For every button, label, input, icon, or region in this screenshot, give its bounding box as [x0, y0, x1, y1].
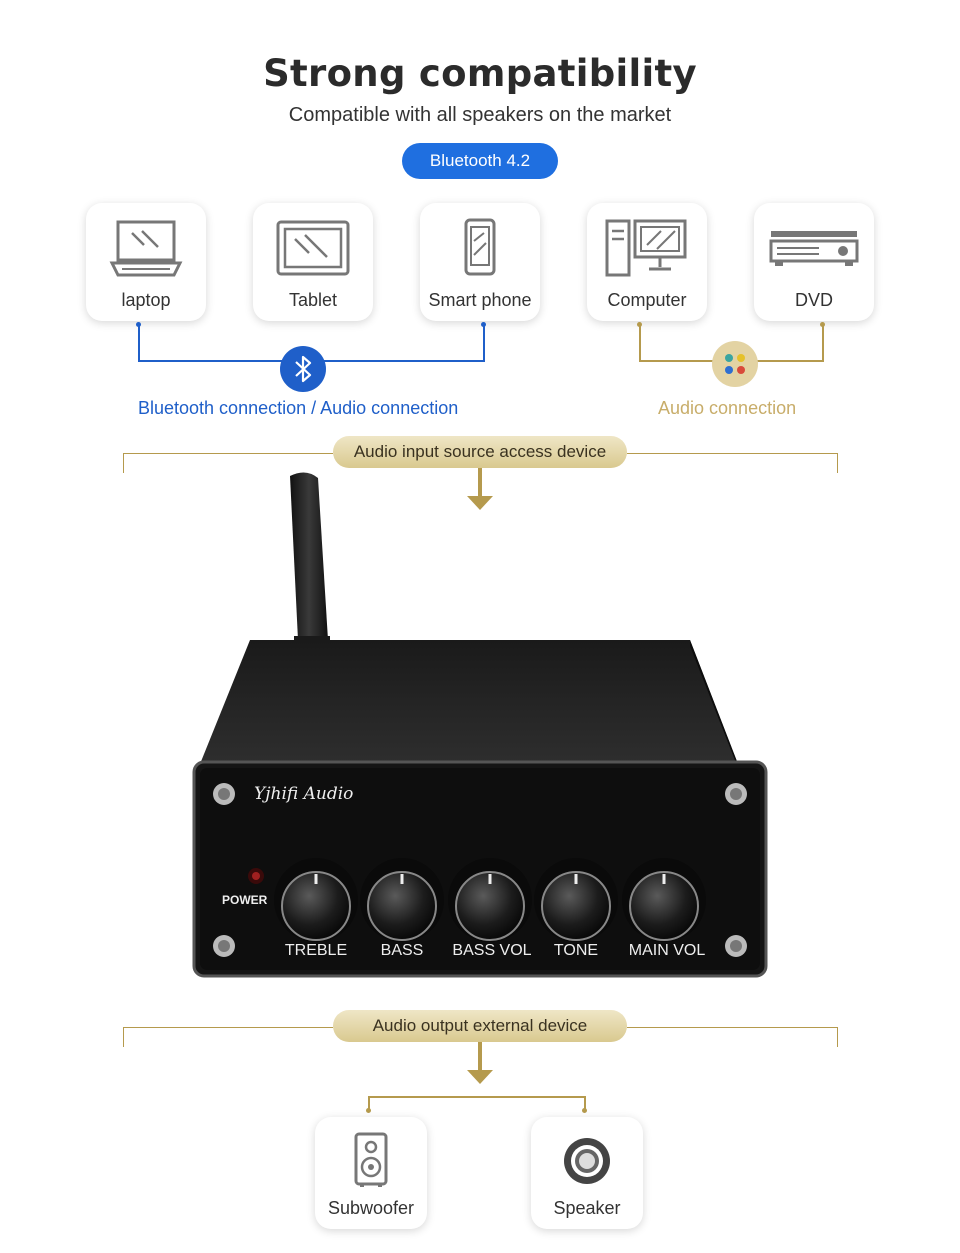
- computer-icon: [605, 219, 687, 277]
- device-card-subwoofer: Subwoofer: [315, 1117, 427, 1229]
- rca-jack-icon: [712, 341, 758, 387]
- dvd-player-icon: [769, 231, 859, 266]
- bracket-line: [837, 1027, 838, 1047]
- device-label-dvd: DVD: [794, 290, 833, 310]
- connector-line: [368, 1096, 370, 1110]
- arrow-down-icon: [467, 1042, 493, 1084]
- bracket-line: [123, 1027, 333, 1028]
- knob-label-treble: TREBLE: [284, 942, 348, 959]
- knob-label-tone: TONE: [553, 942, 599, 959]
- speaker-icon: [564, 1138, 610, 1184]
- device-label-laptop: laptop: [121, 290, 171, 310]
- device-label-subwoofer: Subwoofer: [327, 1198, 415, 1218]
- bluetooth-icon: [280, 346, 326, 392]
- device-card-smartphone: Smart phone: [420, 203, 540, 321]
- device-label-tablet: Tablet: [288, 290, 338, 310]
- connector-dot: [366, 1108, 371, 1113]
- device-label-speaker: Speaker: [553, 1198, 621, 1218]
- device-card-dvd: DVD: [754, 203, 874, 321]
- bracket-line: [837, 453, 838, 473]
- knob-label-main-vol: MAIN VOL: [628, 942, 706, 959]
- tablet-icon: [276, 220, 350, 276]
- connector-line: [138, 325, 140, 361]
- bluetooth-connection-label: Bluetooth connection / Audio connection: [138, 398, 459, 418]
- bracket-line: [627, 1027, 837, 1028]
- device-card-tablet: Tablet: [253, 203, 373, 321]
- connector-line: [822, 325, 824, 361]
- subwoofer-icon: [354, 1132, 388, 1187]
- brand-logo: Yjhifi Audio: [254, 784, 354, 804]
- smartphone-icon: [464, 218, 496, 276]
- amplifier-image: [192, 472, 768, 978]
- arrow-down-icon: [467, 468, 493, 510]
- connector-dot: [820, 322, 825, 327]
- connector-dot: [637, 322, 642, 327]
- device-card-speaker: Speaker: [531, 1117, 643, 1229]
- audio-connection-label: Audio connection: [658, 398, 797, 418]
- device-label-computer: Computer: [607, 290, 687, 310]
- bracket-line: [123, 453, 124, 473]
- power-label: POWER: [222, 893, 268, 907]
- device-card-laptop: laptop: [86, 203, 206, 321]
- connector-line: [369, 1096, 585, 1098]
- knob-label-bass-vol: BASS VOL: [452, 942, 532, 959]
- bracket-line: [123, 453, 333, 454]
- connector-line: [483, 325, 485, 361]
- bracket-line: [627, 453, 837, 454]
- connector-line: [584, 1096, 586, 1110]
- connector-dot: [481, 322, 486, 327]
- device-card-computer: Computer: [587, 203, 707, 321]
- connector-dot: [136, 322, 141, 327]
- bracket-line: [123, 1027, 124, 1047]
- connector-dot: [582, 1108, 587, 1113]
- output-section-label: Audio output external device: [333, 1010, 627, 1042]
- page-title: Strong compatibility: [263, 52, 697, 95]
- knob-label-bass: BASS: [380, 942, 424, 959]
- laptop-icon: [109, 220, 183, 277]
- device-label-smartphone: Smart phone: [428, 290, 532, 310]
- page-subtitle: Compatible with all speakers on the mark…: [288, 104, 672, 126]
- bluetooth-version-badge: Bluetooth 4.2: [402, 143, 558, 179]
- connector-line: [639, 325, 641, 361]
- input-section-label: Audio input source access device: [333, 436, 627, 468]
